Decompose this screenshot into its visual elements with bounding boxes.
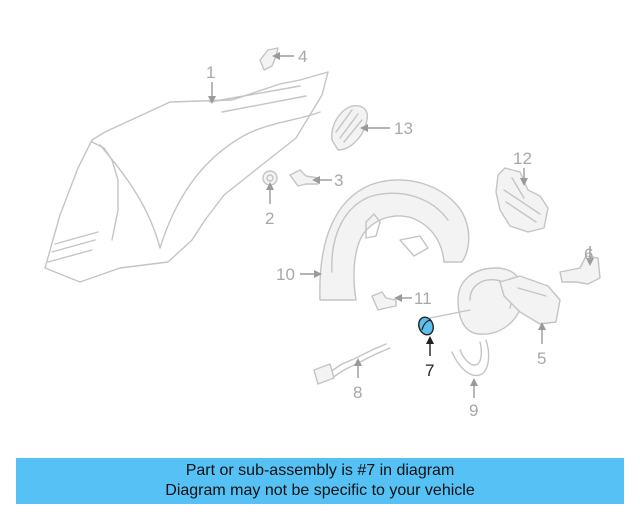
callout-1: 1 xyxy=(206,63,215,82)
callout-8: 8 xyxy=(353,383,362,402)
callout-7: 7 xyxy=(425,361,434,380)
callout-labels: 1 4 13 2 3 12 6 10 11 5 8 9 7 xyxy=(206,47,593,420)
part-7-highlighted[interactable] xyxy=(416,315,435,337)
part-1-quarter-panel[interactable] xyxy=(44,71,329,283)
part-11-bolt[interactable] xyxy=(371,291,397,311)
callout-5: 5 xyxy=(537,349,546,368)
part-2-grommet[interactable] xyxy=(262,170,278,186)
callout-10: 10 xyxy=(276,265,295,284)
part-9-drain-hose[interactable] xyxy=(451,339,490,377)
callout-2: 2 xyxy=(265,209,274,228)
parts-diagram: 1 4 13 2 3 12 6 10 11 5 8 9 7 xyxy=(44,47,601,420)
part-5-fuel-door[interactable] xyxy=(429,267,561,335)
banner-line-disclaimer: Diagram may not be specific to your vehi… xyxy=(165,482,475,499)
banner-line-part: Part or sub-assembly is #7 in diagram xyxy=(185,462,455,479)
part-4-clip[interactable] xyxy=(259,47,279,71)
part-3-bolt[interactable] xyxy=(289,169,319,187)
leader-lines xyxy=(208,52,594,398)
callout-12: 12 xyxy=(513,149,532,168)
callout-9: 9 xyxy=(469,401,478,420)
callout-4: 4 xyxy=(298,47,307,66)
info-banner: Part or sub-assembly is #7 in diagram Di… xyxy=(16,458,624,504)
callout-11: 11 xyxy=(414,289,432,308)
part-12-hinge-bracket[interactable] xyxy=(495,167,549,233)
part-10-wheelhouse-liner[interactable] xyxy=(319,179,470,301)
callout-6: 6 xyxy=(584,245,593,264)
callout-13: 13 xyxy=(394,119,413,138)
part-13-vent[interactable] xyxy=(331,105,369,151)
callout-3: 3 xyxy=(334,171,343,190)
part-8-harness[interactable] xyxy=(313,343,391,385)
part-6-latch[interactable] xyxy=(559,255,601,285)
